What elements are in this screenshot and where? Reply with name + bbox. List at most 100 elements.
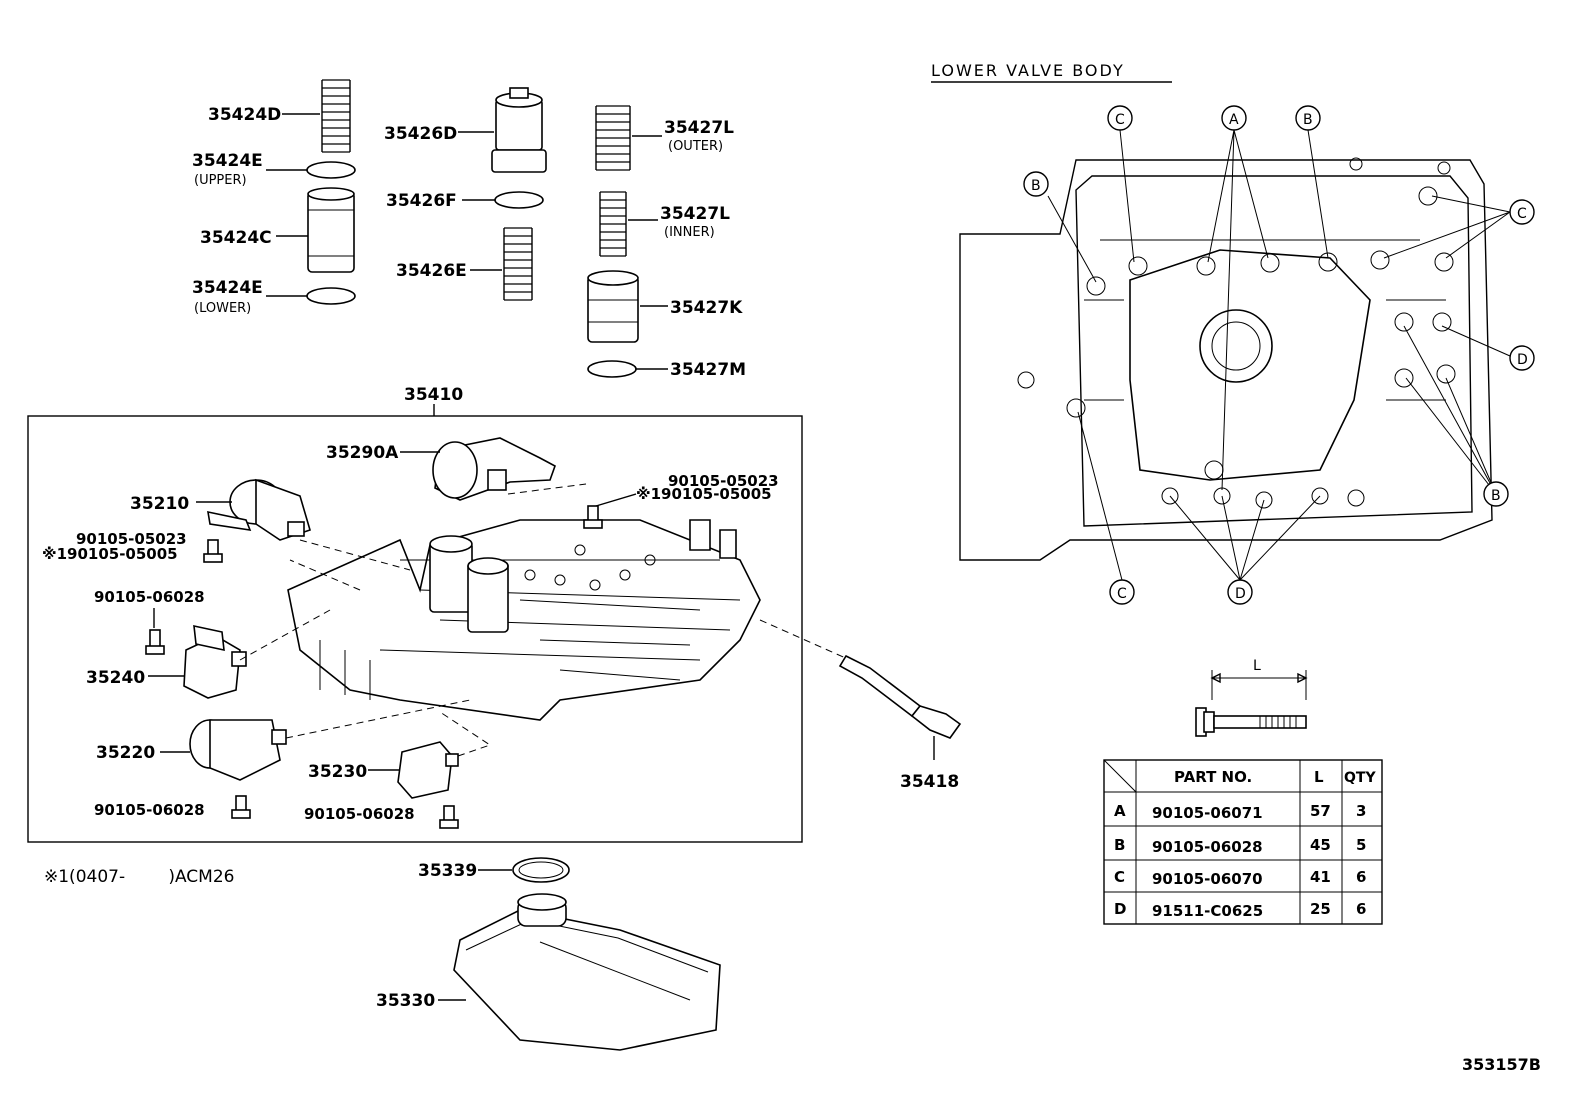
label-bolt-06028-a: 90105-06028 <box>94 588 205 606</box>
row-c-l: 41 <box>1310 868 1331 886</box>
row-c-qty: 6 <box>1356 868 1366 886</box>
label-35424c: 35424C <box>200 228 272 248</box>
bolt-upper-right <box>583 505 603 529</box>
label-outer: (OUTER) <box>668 139 723 154</box>
row-c-part: 90105-06070 <box>1152 870 1263 888</box>
label-35424d: 35424D <box>208 105 281 125</box>
bolt-dimension-sketch: L <box>1195 658 1308 737</box>
table-header-part: PART NO. <box>1174 768 1252 786</box>
bolt-holes <box>1066 186 1456 509</box>
oring-35427m <box>587 360 637 378</box>
label-bolt-05005-left: ※190105-05005 <box>42 545 178 563</box>
page-code: 353157B <box>1462 1055 1541 1074</box>
svg-text:D: D <box>1517 352 1528 368</box>
footnote: ※1(0407- )ACM26 <box>44 867 234 887</box>
label-inner: (INNER) <box>664 225 715 240</box>
svg-text:C: C <box>1517 206 1527 222</box>
svg-text:B: B <box>1491 488 1501 504</box>
label-35410: 35410 <box>404 385 463 405</box>
solenoid-35210 <box>207 478 311 541</box>
label-35220: 35220 <box>96 743 155 763</box>
bolt-left-05023 <box>203 539 223 563</box>
sleeve-35424c <box>307 187 355 273</box>
table-header-l: L <box>1314 768 1324 786</box>
label-35418: 35418 <box>900 772 959 792</box>
label-bolt-06028-b: 90105-06028 <box>94 801 205 819</box>
row-d-l: 25 <box>1310 900 1331 918</box>
solenoid-35220 <box>189 719 287 781</box>
svg-text:D: D <box>1235 586 1246 602</box>
solenoid-35230 <box>397 741 459 799</box>
label-35210: 35210 <box>130 494 189 514</box>
bolt-06028-a <box>145 629 165 655</box>
label-35426f: 35426F <box>386 191 457 211</box>
label-bolt-05005-right: ※190105-05005 <box>636 485 772 503</box>
svg-text:B: B <box>1031 178 1041 194</box>
label-35339: 35339 <box>418 861 477 881</box>
row-a-qty: 3 <box>1356 802 1366 820</box>
callout-d-bottom: D <box>1227 579 1253 605</box>
table-header-qty: QTY <box>1344 770 1376 786</box>
callout-a-top: A <box>1221 105 1247 131</box>
row-a-part: 90105-06071 <box>1152 804 1263 822</box>
spring-35427l-outer <box>595 105 631 171</box>
row-b-key: B <box>1114 836 1125 854</box>
oring-35424e-lower <box>306 287 356 305</box>
solenoid-35290a <box>432 437 556 501</box>
row-d-qty: 6 <box>1356 900 1366 918</box>
callout-c-top: C <box>1107 105 1133 131</box>
callout-b-left: B <box>1023 171 1049 197</box>
callout-b-bottom-right: B <box>1483 481 1509 507</box>
label-35427k: 35427K <box>670 298 743 318</box>
svg-text:C: C <box>1115 112 1125 128</box>
lower-valve-body-drawing <box>959 157 1493 561</box>
label-35427m: 35427M <box>670 360 746 380</box>
row-d-key: D <box>1114 900 1126 918</box>
spring-35424d <box>321 79 351 153</box>
sleeve-35427k <box>587 270 639 343</box>
bolt-06028-c <box>439 805 459 829</box>
label-upper: (UPPER) <box>194 173 247 188</box>
label-lower: (LOWER) <box>194 301 251 316</box>
row-d-part: 91511-C0625 <box>1152 902 1263 920</box>
label-bolt-05023-right: 90105-05023 <box>668 472 779 490</box>
label-35290a: 35290A <box>326 443 399 463</box>
oring-35424e-upper <box>306 161 356 179</box>
assembly-box-35410 <box>27 415 803 843</box>
label-35426e: 35426E <box>396 261 467 281</box>
row-b-part: 90105-06028 <box>1152 838 1263 856</box>
shaft-35418 <box>838 654 962 739</box>
row-c-key: C <box>1114 868 1125 886</box>
callout-c-bottom: C <box>1109 579 1135 605</box>
callout-d-right: D <box>1509 345 1535 371</box>
label-35427l-outer: 35427L <box>664 118 734 138</box>
strainer-35330 <box>453 893 721 1051</box>
label-35230: 35230 <box>308 762 367 782</box>
valve-body-35410 <box>287 519 761 721</box>
label-35330: 35330 <box>376 991 435 1011</box>
label-bolt-05023-left: 90105-05023 <box>76 530 187 548</box>
label-35427l-inner: 35427L <box>660 204 730 224</box>
callout-b-top: B <box>1295 105 1321 131</box>
svg-text:B: B <box>1303 112 1313 128</box>
lower-valve-body-title: LOWER VALVE BODY <box>931 61 1125 80</box>
label-bolt-06028-c: 90105-06028 <box>304 805 415 823</box>
row-a-l: 57 <box>1310 802 1331 820</box>
label-35240: 35240 <box>86 668 145 688</box>
label-35424e-lower: 35424E <box>192 278 263 298</box>
bolt-spec-table: PART NO. L QTY A 90105-06071 57 3 B 9010… <box>1103 759 1383 925</box>
svg-text:C: C <box>1117 586 1127 602</box>
bolt-06028-b <box>231 795 251 819</box>
svg-text:A: A <box>1229 112 1239 128</box>
callout-c-right: C <box>1509 199 1535 225</box>
bolt-dimension-l: L <box>1253 658 1261 674</box>
oring-35426f <box>494 191 544 209</box>
label-35426d: 35426D <box>384 124 457 144</box>
row-b-qty: 5 <box>1356 836 1366 854</box>
spring-35426e <box>503 227 533 301</box>
label-35424e-upper: 35424E <box>192 151 263 171</box>
row-a-key: A <box>1114 802 1126 820</box>
spring-35427l-inner <box>599 191 627 257</box>
solenoid-35240 <box>183 624 247 699</box>
